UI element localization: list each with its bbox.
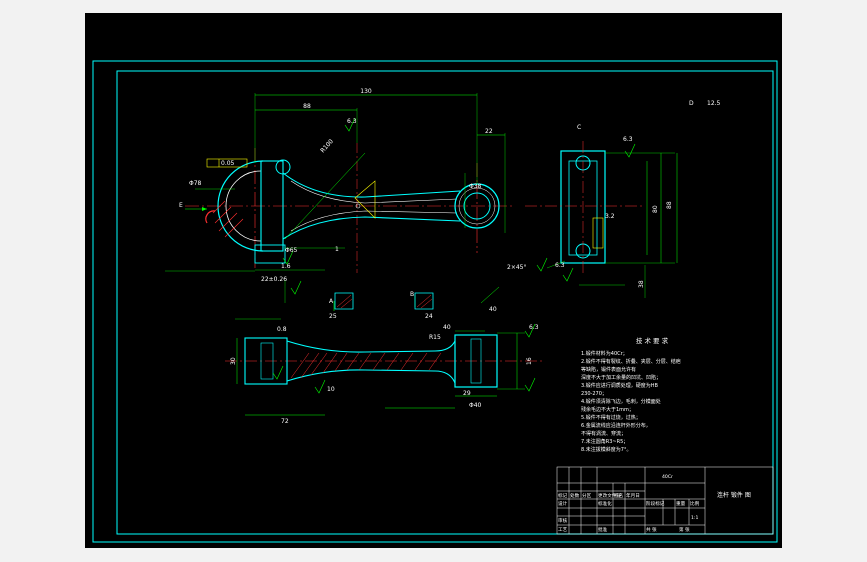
dim-1: 1 bbox=[335, 246, 339, 253]
dim-phi65: Φ65 bbox=[285, 247, 298, 254]
tech-req-line-1: 1.锻件材料为40Cr； bbox=[581, 350, 628, 357]
dim-72: 72 bbox=[281, 418, 289, 425]
dim-phi38: Φ38 bbox=[469, 183, 482, 190]
title-block-label-sign: 签名 bbox=[614, 492, 623, 499]
bottom-view: 72 30 R15 40 29 Φ40 16 10 6.3 0.8 40 bbox=[225, 286, 545, 425]
title-block-label-zone: 分区 bbox=[582, 492, 592, 499]
dim-10: 10 bbox=[327, 386, 335, 393]
title-block-label-total: 共 张 bbox=[646, 526, 657, 533]
dim-24: 24 bbox=[425, 313, 433, 320]
title-block-text: 40Cr 连杆 锻件 图 标记 处数 分区 更改文件号 签名 年月日 设计 标准… bbox=[558, 474, 751, 533]
dim-6p3c: 6.3 bbox=[555, 262, 565, 269]
title-block-label-process: 工艺 bbox=[558, 527, 568, 533]
dim-phi78: Φ78 bbox=[189, 180, 202, 187]
tech-req-line-9: 5.锻件不得有过烧，过热； bbox=[581, 414, 641, 421]
dim-40-top: 40 bbox=[489, 306, 497, 313]
tech-req-line-13: 8.未注拔模斜度为7°。 bbox=[581, 446, 631, 453]
dim-section-b: B bbox=[410, 291, 414, 298]
dim-2x45: 2×45° bbox=[507, 264, 526, 271]
title-block-drawing-name: 连杆 锻件 图 bbox=[717, 491, 751, 499]
tech-req-title: 技 术 要 求 bbox=[636, 336, 669, 345]
title-block-label-standard: 标准化 bbox=[598, 500, 612, 507]
title-block-label-stage: 阶段标记 bbox=[646, 500, 665, 507]
tech-req-line-6: 230-270； bbox=[581, 391, 607, 397]
title-block-scale-value: 1:1 bbox=[691, 515, 698, 521]
tech-req-line-3: 等缺陷，锻件表面允许有 bbox=[581, 366, 636, 373]
dim-22-tol: 22±0.26 bbox=[261, 276, 287, 283]
dim-0p8: 0.8 bbox=[277, 326, 287, 333]
section-views: 25 24 bbox=[329, 292, 434, 320]
tech-req-line-8: 残余毛边不大于1mm； bbox=[581, 406, 634, 413]
title-block-label-sheet: 第 张 bbox=[679, 526, 690, 533]
front-view: 130 88 22 R100 Φ78 Φ38 E 0.05 Φ65 22±0.2… bbox=[165, 88, 721, 311]
side-view: C 80 88 38 2×45° 3.2 6.3 6.3 bbox=[507, 124, 678, 298]
title-block-label-count: 处数 bbox=[570, 492, 580, 499]
tech-req-line-12: 7.未注圆角R3~R5； bbox=[581, 438, 628, 445]
dim-c-label: C bbox=[577, 124, 581, 131]
dim-1p6: 1.6 bbox=[281, 263, 291, 270]
title-block-label-date: 年月日 bbox=[626, 492, 640, 499]
dim-6p3d: 6.3 bbox=[529, 324, 539, 331]
connecting-rod-forging-drawing: 130 88 22 R100 Φ78 Φ38 E 0.05 Φ65 22±0.2… bbox=[92, 60, 778, 543]
dim-22: 22 bbox=[485, 128, 493, 135]
dim-section-a: A bbox=[329, 298, 334, 305]
dim-80: 80 bbox=[652, 205, 659, 213]
dim-6p3b: 6.3 bbox=[623, 136, 633, 143]
dim-3p2: 3.2 bbox=[605, 213, 615, 220]
tech-req-line-2: 2.锻件不得有裂纹、折叠、夹层、分层、结疤 bbox=[581, 358, 681, 365]
tech-req-line-7: 4.锻件须清除飞边，毛刺，分模面处 bbox=[581, 398, 661, 405]
dim-r15: R15 bbox=[429, 334, 441, 341]
dim-88: 88 bbox=[303, 103, 311, 110]
tech-req-line-5: 3.锻件应进行调质处理，硬度为HB bbox=[581, 382, 659, 389]
cad-drawing-canvas[interactable]: 130 88 22 R100 Φ78 Φ38 E 0.05 Φ65 22±0.2… bbox=[85, 13, 782, 548]
title-block-label-scale: 比例 bbox=[690, 500, 700, 507]
dim-25: 25 bbox=[329, 313, 337, 320]
dim-30: 30 bbox=[230, 357, 237, 365]
title-block-label-design: 设计 bbox=[558, 500, 568, 507]
dim-d12p5: 12.5 bbox=[707, 100, 721, 107]
dim-29: 29 bbox=[463, 390, 471, 397]
dim-phi40: Φ40 bbox=[469, 402, 482, 409]
title-block-material: 40Cr bbox=[662, 474, 673, 480]
technical-requirements: 技 术 要 求 1.锻件材料为40Cr； 2.锻件不得有裂纹、折叠、夹层、分层、… bbox=[581, 336, 681, 453]
dim-e-arrow: E bbox=[179, 202, 183, 209]
tech-req-line-11: 不得有涡流、穿流； bbox=[581, 430, 626, 437]
dim-r100: R100 bbox=[319, 138, 335, 154]
title-block-label-approve: 批准 bbox=[598, 526, 608, 533]
dim-40: 40 bbox=[443, 324, 451, 331]
dim-16: 16 bbox=[526, 357, 533, 365]
dim-rough-6p3: 6.3 bbox=[347, 118, 357, 125]
title-block-label-change: 更改文件号 bbox=[598, 492, 621, 499]
dim-tol-0.05: 0.05 bbox=[221, 160, 235, 167]
outer-frame bbox=[92, 60, 778, 543]
title-block-label-weight: 重量 bbox=[676, 500, 686, 507]
tech-req-line-10: 6.金属流线应沿连杆外形分布， bbox=[581, 422, 651, 429]
inner-frame bbox=[116, 70, 774, 535]
dim-d: D bbox=[689, 100, 694, 107]
dim-88b: 88 bbox=[666, 201, 673, 209]
tech-req-line-4: 深度不大于加工余量的凹坑、凹陷； bbox=[581, 374, 661, 381]
title-block-label-review: 审核 bbox=[558, 517, 568, 524]
title-block-label-mark: 标记 bbox=[558, 492, 568, 499]
title-block bbox=[556, 466, 774, 535]
dim-130: 130 bbox=[360, 88, 372, 95]
dim-38: 38 bbox=[638, 280, 645, 288]
